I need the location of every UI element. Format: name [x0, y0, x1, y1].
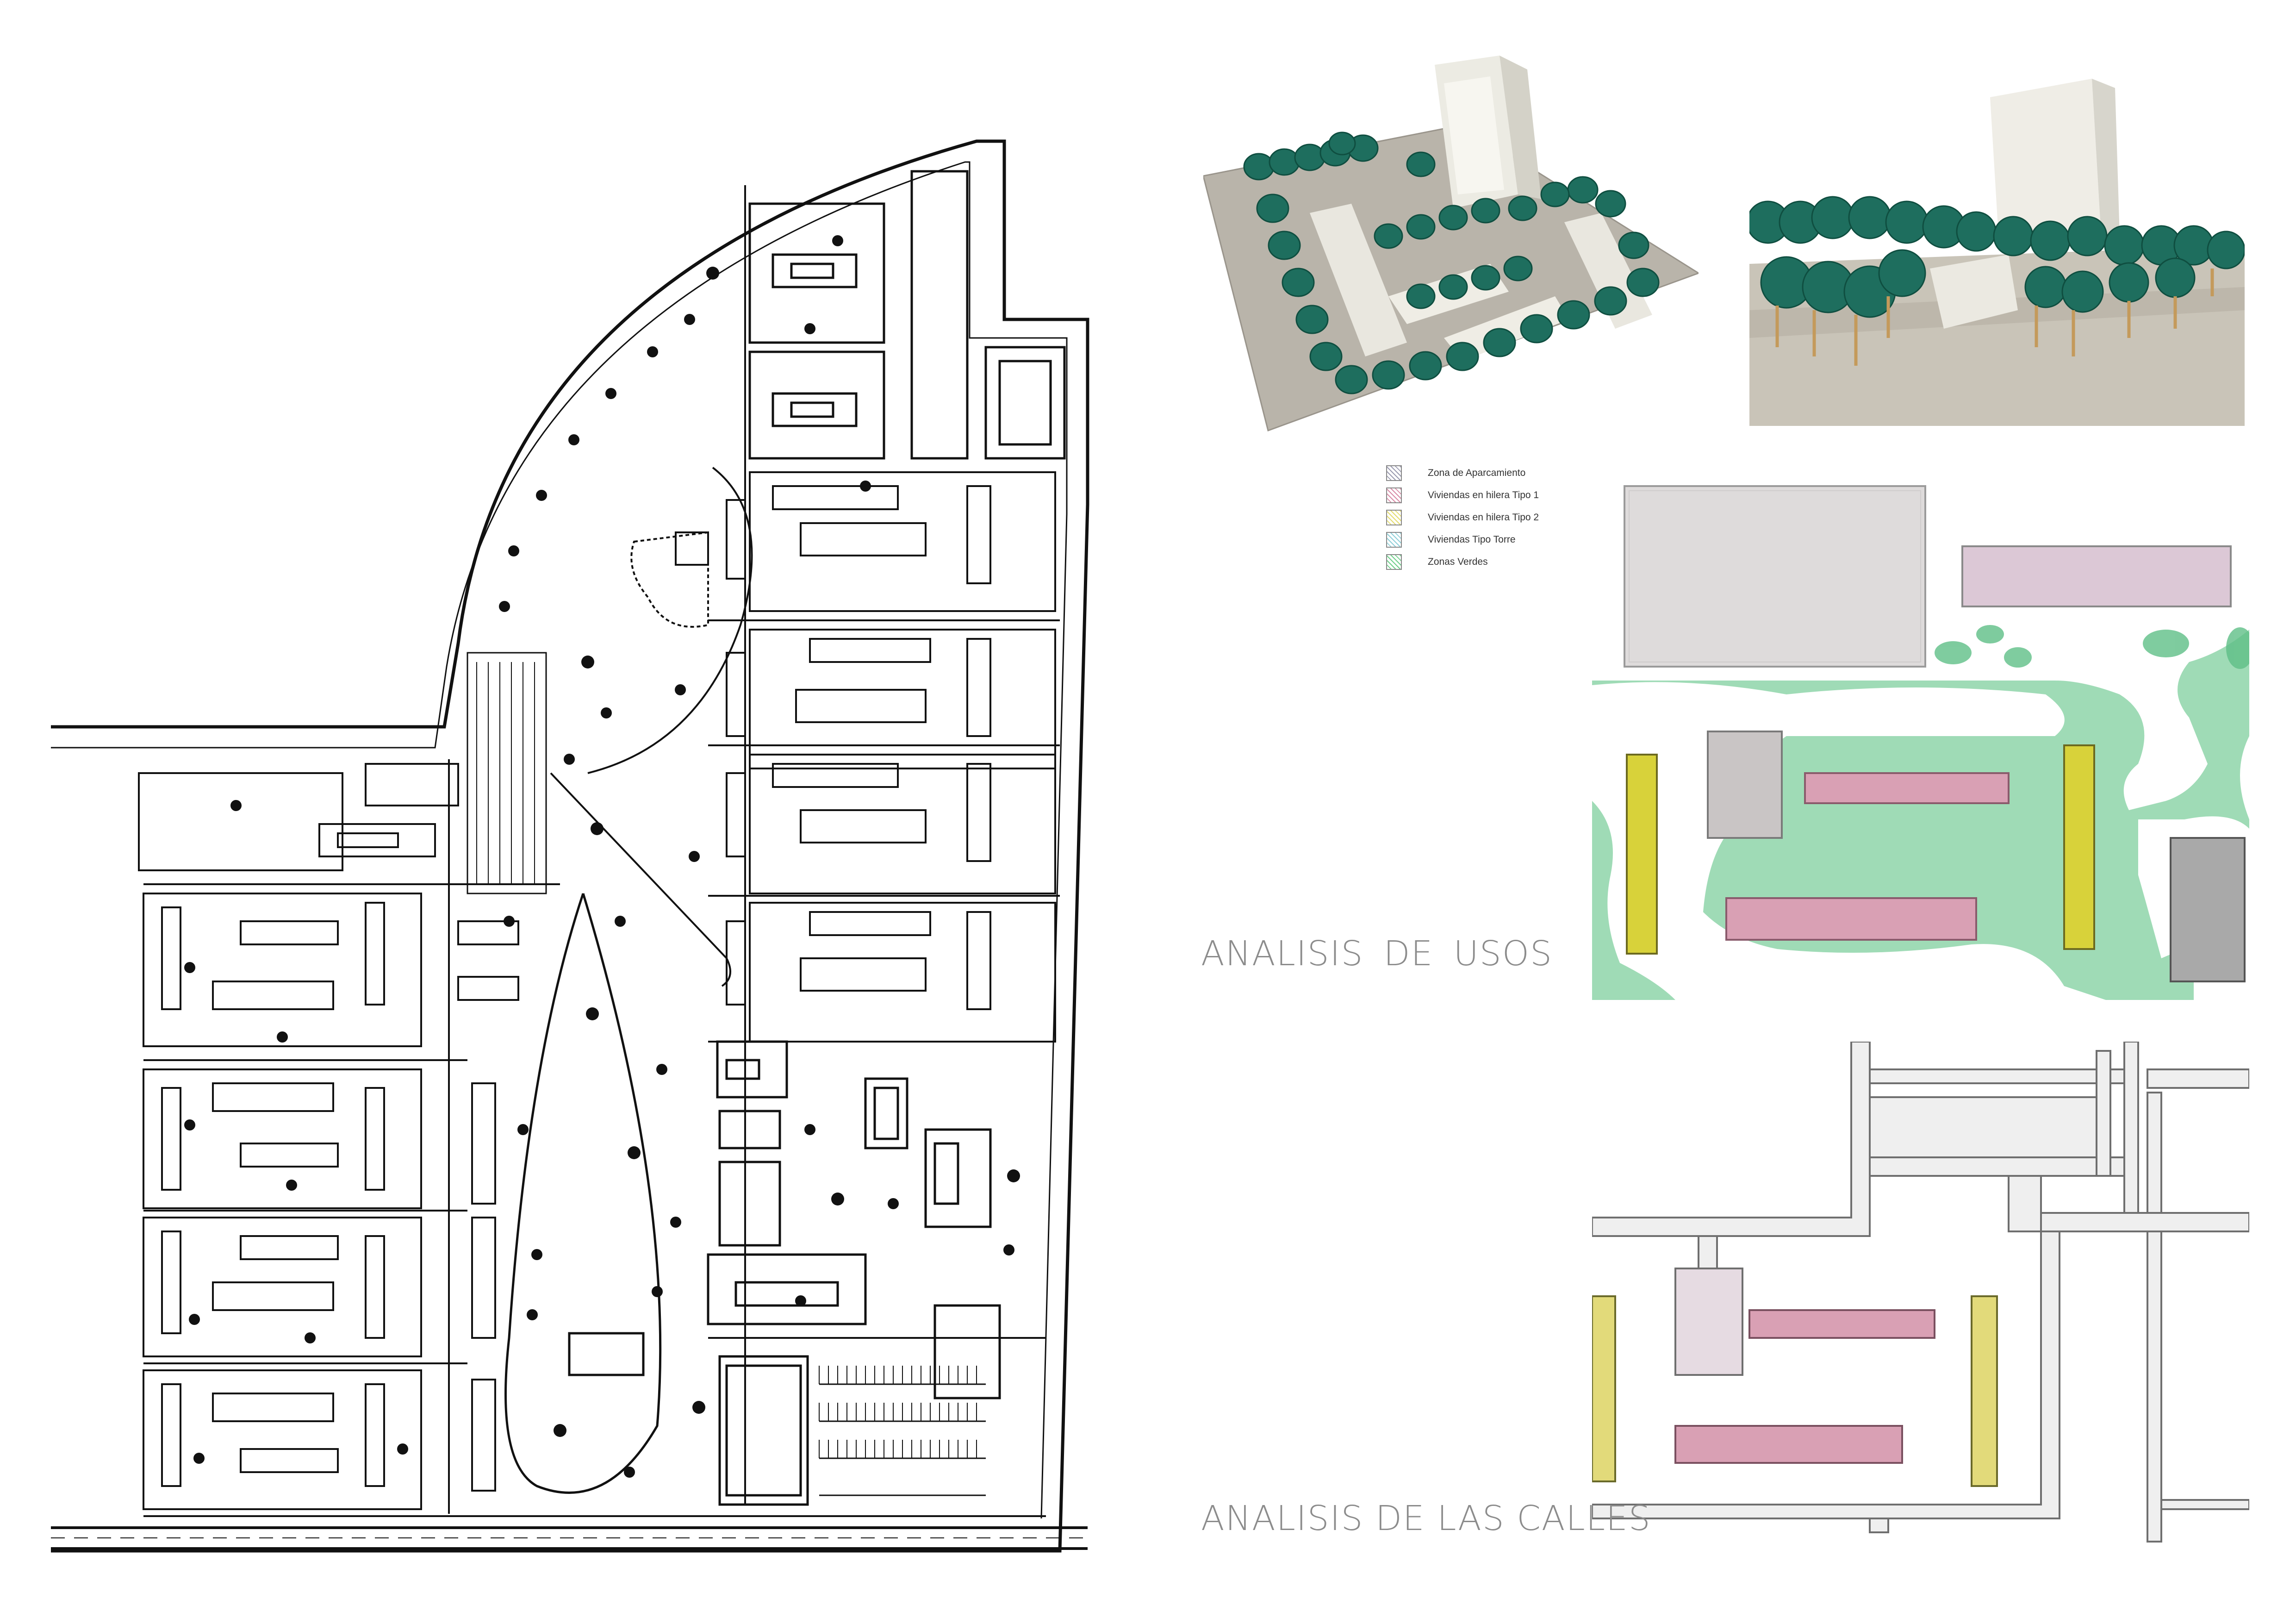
legend-label: Viviendas Tipo Torre [1428, 534, 1516, 545]
caption-word: USOS [1453, 934, 1553, 974]
streets-analysis-image [1592, 1042, 2249, 1543]
site-plan [51, 134, 1139, 1588]
streets-analysis-drawing [1592, 1042, 2249, 1574]
site-plan-drawing [51, 139, 1089, 1553]
legend-item: Zona de Aparcamiento [1386, 465, 1580, 481]
uses-analysis-drawing [1592, 477, 2249, 1009]
legend-swatch-row-housing-1 [1386, 487, 1402, 503]
caption-word: ANALISIS [1201, 934, 1364, 974]
streets-analysis-caption: ANALISIS DE LAS CALLES [1201, 1499, 1651, 1538]
uses-analysis-caption: ANALISIS DE USOS [1201, 933, 1553, 974]
legend-swatch-tower-housing [1386, 532, 1402, 548]
legend-item: Viviendas en hilera Tipo 1 [1386, 487, 1580, 503]
model-photo-2-image [1749, 69, 2245, 426]
uses-analysis-image [1592, 485, 2249, 1000]
legend-label: Viviendas en hilera Tipo 2 [1428, 512, 1539, 523]
legend-label: Zona de Aparcamiento [1428, 468, 1526, 478]
legend: Zona de Aparcamiento Viviendas en hilera… [1386, 465, 1580, 576]
model-photo-1 [1203, 56, 1699, 435]
legend-swatch-parking [1386, 465, 1402, 481]
legend-label: Zonas Verdes [1428, 556, 1488, 567]
legend-swatch-green-zones [1386, 554, 1402, 570]
caption-word: DE [1383, 934, 1434, 974]
legend-item: Viviendas Tipo Torre [1386, 532, 1580, 548]
model-photo-2 [1749, 69, 2245, 426]
legend-swatch-row-housing-2 [1386, 510, 1402, 525]
legend-label: Viviendas en hilera Tipo 1 [1428, 490, 1539, 500]
legend-item: Viviendas en hilera Tipo 2 [1386, 510, 1580, 525]
model-photo-1-image [1203, 56, 1699, 431]
legend-item: Zonas Verdes [1386, 554, 1580, 570]
